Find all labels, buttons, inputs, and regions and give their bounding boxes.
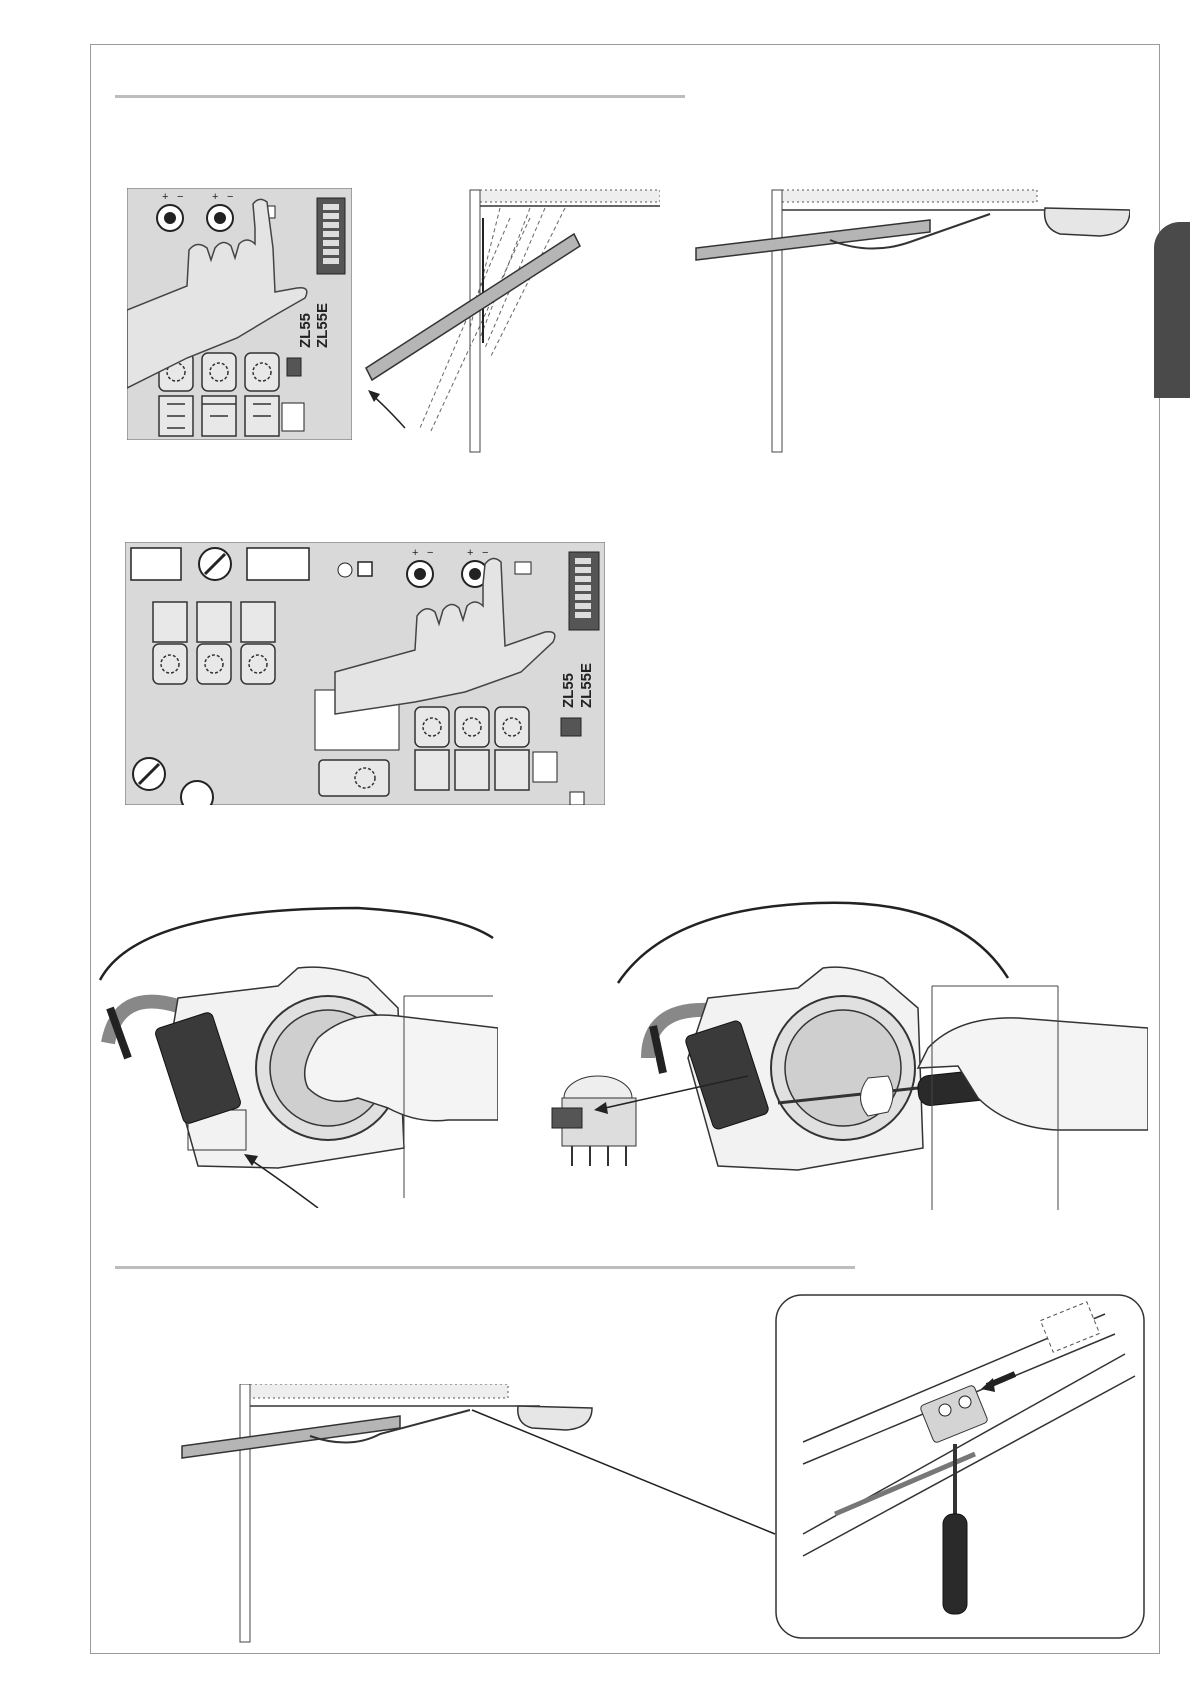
section-rule-top (115, 95, 685, 98)
trimmer-icon (207, 205, 233, 231)
door-arm-swing-illustration (360, 188, 660, 453)
door-arm-icon (182, 1416, 400, 1458)
board-top-model-label-2: ZL55E (314, 303, 331, 348)
trimmer-1-plus: + (412, 547, 418, 559)
door-closed-motor-illustration (690, 188, 1130, 453)
control-board-top-illustration: + − + − ZL55 ZL55E (127, 188, 352, 440)
trimmer-icon (407, 561, 433, 587)
trimmer-2-minus: − (227, 191, 233, 203)
trimmer-1-plus: + (162, 191, 168, 203)
section-rule-bottom (115, 1266, 855, 1269)
chapter-side-tab (1154, 222, 1190, 398)
motor-housing-icon (1045, 208, 1130, 236)
trimmer-2-plus: + (467, 547, 473, 559)
stop-bracket-detail-inset (775, 1294, 1145, 1639)
motor-housing-icon (518, 1406, 592, 1430)
board-mid-model-label-2: ZL55E (578, 663, 595, 708)
limit-switch-adjust-left-illustration (98, 898, 498, 1208)
trimmer-icon (157, 205, 183, 231)
board-mid-model-label-1: ZL55 (560, 673, 577, 708)
door-arm-icon (696, 220, 930, 260)
limit-switch-adjust-right-illustration (538, 898, 1148, 1213)
board-top-model-label-1: ZL55 (297, 313, 314, 348)
trimmer-2-plus: + (212, 191, 218, 203)
dip-switch-icon (569, 552, 599, 630)
microswitch-detail-icon (552, 1076, 636, 1166)
trimmer-1-minus: − (177, 191, 183, 203)
dip-switch-icon (317, 198, 345, 274)
trimmer-1-minus: − (427, 547, 433, 559)
control-board-wide-illustration: + − + − ZL55 (125, 542, 605, 805)
door-motor-bottom-illustration (180, 1384, 780, 1644)
trimmer-2-minus: − (482, 547, 488, 559)
